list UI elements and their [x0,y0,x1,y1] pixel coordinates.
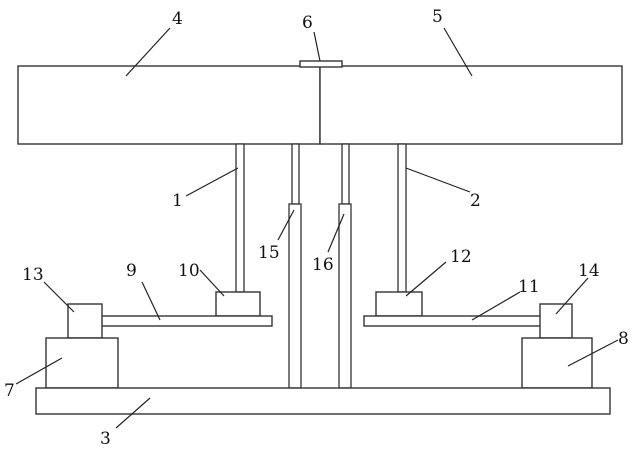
leader-13 [43,281,75,313]
label-16: 16 [312,255,334,275]
support-part-7 [45,337,119,389]
beam-left-part-4 [17,65,321,145]
column-lower-part-15 [288,203,302,389]
column-lower-part-16 [338,203,352,389]
leader-12 [405,261,447,297]
label-3: 3 [100,429,111,449]
leader-6 [313,31,321,62]
beam-right-part-5 [319,65,623,145]
rod-part-1 [235,143,245,293]
label-12: 12 [450,247,472,267]
leader-5 [443,27,473,77]
rail-part-9 [99,315,273,327]
support-part-8 [521,337,593,389]
label-4: 4 [172,9,183,29]
leader-9 [141,281,161,321]
column-upper-part-15 [291,143,300,205]
end-block-part-14 [539,303,573,339]
rail-part-11 [363,315,545,327]
label-8: 8 [618,329,629,349]
end-block-part-13 [67,303,103,339]
leader-15 [277,209,295,241]
column-upper-part-16 [341,143,350,205]
label-10: 10 [178,261,200,281]
label-6: 6 [302,13,313,33]
rod-part-2 [397,143,407,293]
leader-2 [405,167,471,193]
label-1: 1 [172,191,183,211]
leader-14 [555,277,589,315]
block-part-12 [375,291,423,317]
leader-4 [125,27,171,77]
label-13: 13 [22,265,44,285]
block-part-10 [215,291,261,317]
label-5: 5 [432,7,443,27]
leader-1 [185,167,239,197]
label-11: 11 [518,277,540,297]
joint-plate-part-6 [299,60,343,68]
leader-3 [115,397,151,429]
leader-7 [15,357,63,385]
label-2: 2 [470,191,481,211]
label-7: 7 [4,381,15,401]
leader-8 [567,339,619,367]
label-9: 9 [126,261,137,281]
leader-10 [199,269,225,297]
label-14: 14 [578,261,600,281]
base-plate-part-3 [35,387,611,415]
leader-16 [327,213,345,253]
leader-11 [471,291,521,321]
label-15: 15 [258,243,280,263]
